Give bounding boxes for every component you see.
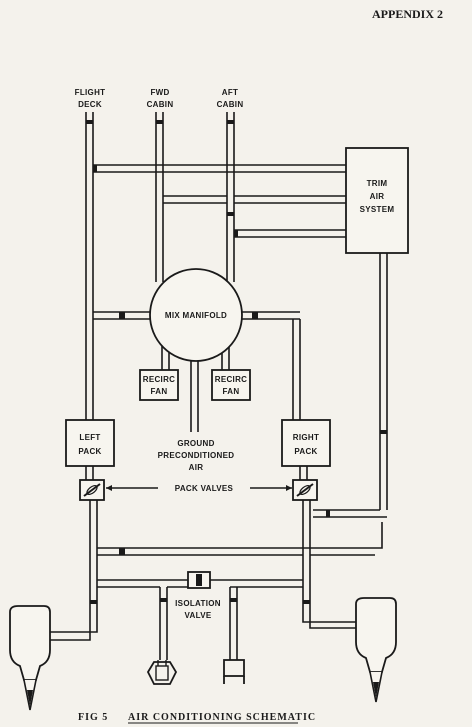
svg-text:AIR: AIR [189, 463, 204, 472]
recirc-fan-right: RECIRC FAN [211, 369, 251, 401]
apu-icon [146, 660, 178, 685]
recirc-fan-left: RECIRC FAN [139, 369, 179, 401]
svg-text:DECK: DECK [78, 100, 102, 109]
svg-text:VALVE: VALVE [185, 611, 212, 620]
aft-cabin-label: AFT CABIN [217, 88, 244, 109]
svg-text:AIR: AIR [370, 192, 385, 201]
svg-text:PRECONDITIONED: PRECONDITIONED [158, 451, 235, 460]
fwd-cabin-label: FWD CABIN [147, 88, 174, 109]
svg-text:RIGHT: RIGHT [293, 433, 319, 442]
pack-valve-right [292, 479, 318, 501]
svg-text:SYSTEM: SYSTEM [360, 205, 395, 214]
right-engine [355, 597, 397, 703]
svg-text:PACK: PACK [78, 447, 101, 456]
flight-deck-label: FLIGHT DECK [75, 88, 106, 109]
svg-text:TRIM: TRIM [367, 179, 388, 188]
svg-text:ISOLATION: ISOLATION [175, 599, 221, 608]
ground-cart-icon [223, 659, 245, 684]
isolation-valve: ISOLATION VALVE [175, 571, 221, 620]
svg-text:RECIRC: RECIRC [215, 375, 247, 384]
figure-number: FIG 5 [78, 712, 108, 723]
figure-title: AIR CONDITIONING SCHEMATIC [128, 712, 316, 723]
left-pack: LEFT PACK [65, 419, 115, 467]
svg-text:RECIRC: RECIRC [143, 375, 175, 384]
svg-text:MIX MANIFOLD: MIX MANIFOLD [165, 311, 227, 320]
svg-text:LEFT: LEFT [79, 433, 100, 442]
appendix-heading: APPENDIX 2 [372, 7, 443, 21]
ground-air-label: GROUND PRECONDITIONED AIR [158, 439, 235, 472]
svg-text:FLIGHT: FLIGHT [75, 88, 106, 97]
svg-text:FAN: FAN [151, 387, 168, 396]
left-engine [9, 605, 51, 711]
pack-valve-left [79, 479, 105, 501]
trim-air-system-box: TRIM AIR SYSTEM [345, 147, 409, 254]
svg-text:CABIN: CABIN [147, 100, 174, 109]
svg-text:CABIN: CABIN [217, 100, 244, 109]
right-pack: RIGHT PACK [281, 419, 331, 467]
svg-text:PACK: PACK [294, 447, 317, 456]
svg-text:AFT: AFT [222, 88, 238, 97]
svg-text:FAN: FAN [223, 387, 240, 396]
svg-text:GROUND: GROUND [177, 439, 214, 448]
duct-network [48, 112, 388, 660]
mix-manifold: MIX MANIFOLD [149, 268, 243, 362]
svg-text:FWD: FWD [150, 88, 169, 97]
check-valve-marks [86, 120, 387, 604]
pack-valves-label: PACK VALVES [175, 484, 234, 493]
